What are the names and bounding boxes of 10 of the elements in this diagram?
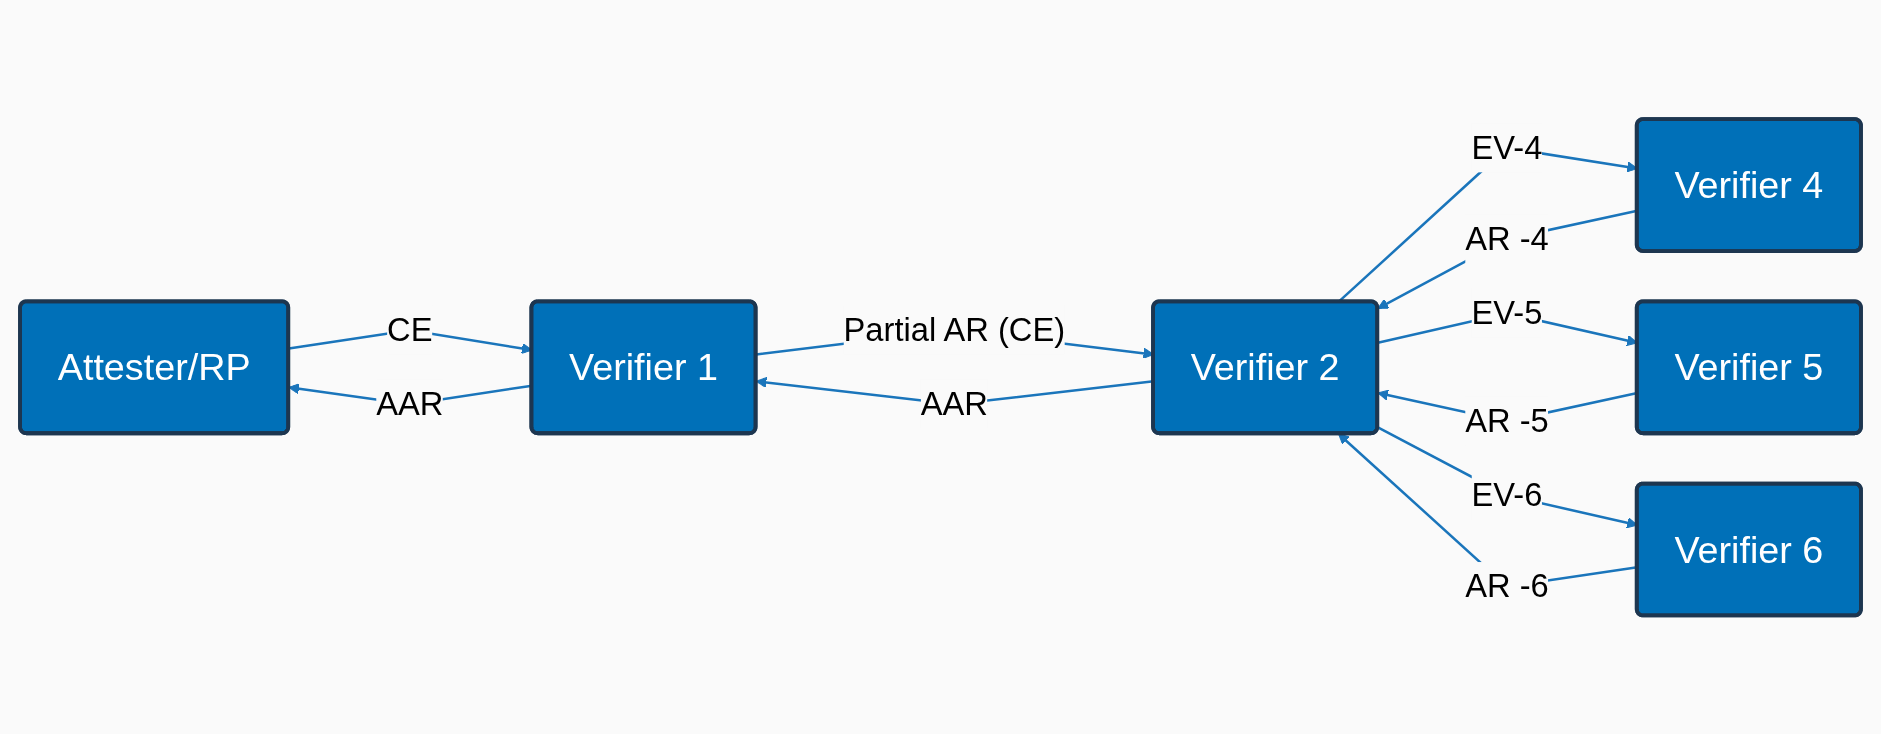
edge-label: Partial AR (CE) [843,310,1066,349]
edge-label: AR -6 [1465,566,1549,605]
edge-label: AAR [376,384,444,423]
edge-label: AR -4 [1465,219,1549,258]
edge-label: EV-4 [1471,128,1543,166]
edge-label: EV-6 [1471,475,1543,514]
edge-label: EV-5 [1471,293,1543,332]
edge-label: AR -5 [1465,401,1549,440]
edge-label: AAR [920,384,988,423]
edge-label: CE [387,310,433,349]
